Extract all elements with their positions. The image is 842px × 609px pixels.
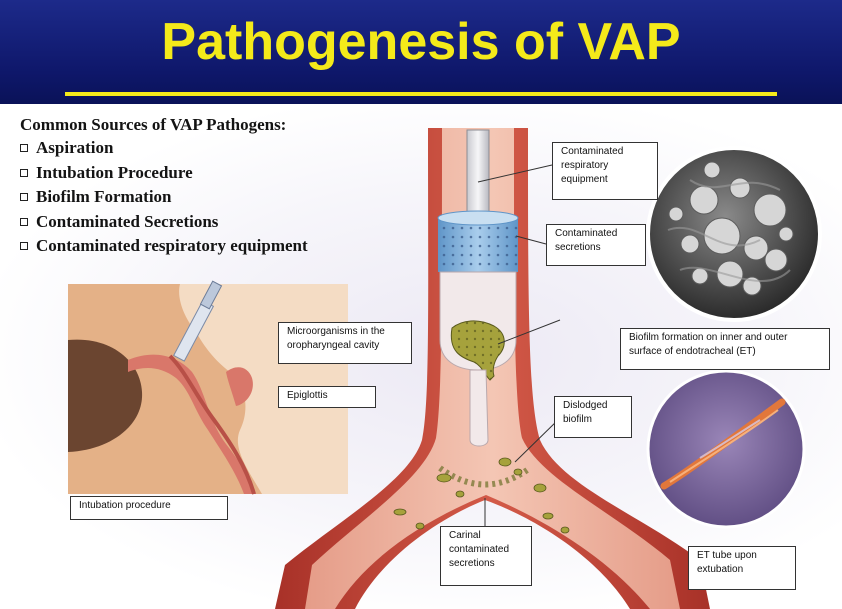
label-dislodged-biofilm: Dislodged biofilm [554,396,632,438]
label-carinal-secretions: Carinal contaminated secretions [440,526,532,586]
cuff-dots [438,218,518,272]
label-contaminated-equipment: Contaminated respiratory equipment [552,142,658,200]
et-tube-tip [470,370,488,446]
cuff-top-rim [438,211,518,225]
label-intubation-procedure: Intubation procedure [70,496,228,520]
label-et-tube-extubation: ET tube upon extubation [688,546,796,590]
extubated-tube-photo [648,371,804,527]
label-microorganisms: Microorganisms in the oropharyngeal cavi… [278,322,412,364]
label-biofilm-formation: Biofilm formation on inner and outer sur… [620,328,830,370]
biofilm-micrograph [648,148,820,320]
label-contaminated-secretions: Contaminated secretions [546,224,646,266]
label-epiglottis: Epiglottis [278,386,376,408]
